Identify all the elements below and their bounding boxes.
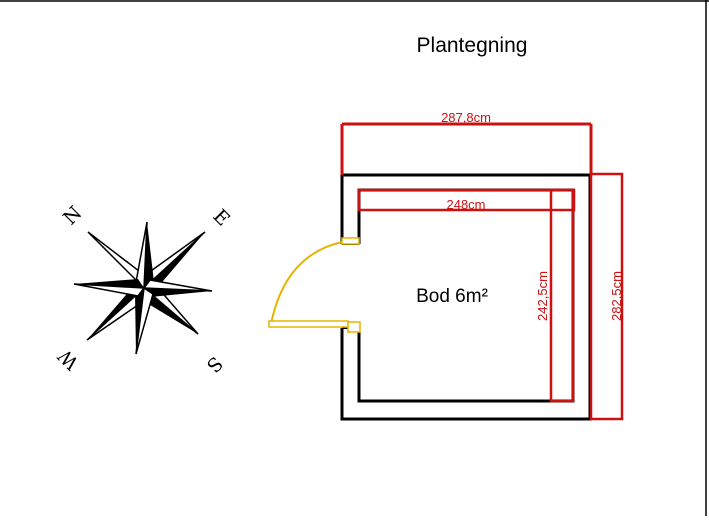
dimension-lines: 287,8cm 248cm 242,5cm 282,5cm bbox=[340, 110, 624, 421]
compass-letter-e: E bbox=[209, 205, 234, 230]
plan-title: Plantegning bbox=[417, 34, 528, 57]
door-hinge-top bbox=[341, 237, 360, 245]
inner-depth-label: 242,5cm bbox=[535, 271, 550, 321]
room-label: Bod 6m² bbox=[416, 286, 488, 307]
compass-letter-n: N bbox=[59, 202, 86, 229]
compass-point-left-dark bbox=[74, 279, 144, 288]
compass-letter-w: W bbox=[54, 344, 84, 374]
door-hinge-bottom bbox=[347, 321, 361, 333]
compass-point-down-light bbox=[135, 286, 154, 355]
outer-depth-box bbox=[589, 172, 624, 421]
door-swing-arc bbox=[270, 241, 343, 325]
compass-rose-icon: N E S W bbox=[54, 202, 234, 377]
compass-letter-s: S bbox=[202, 352, 227, 377]
door-opening bbox=[338, 244, 364, 328]
compass-point-se-dark bbox=[137, 288, 198, 334]
compass-point-ne-dark bbox=[144, 232, 205, 295]
compass-point-right-light bbox=[142, 279, 213, 292]
outer-width-label: 287,8cm bbox=[441, 110, 491, 125]
compass-point-sw-dark bbox=[87, 281, 144, 340]
outer-depth-label: 282,5cm bbox=[609, 271, 624, 321]
inner-width-label: 248cm bbox=[446, 197, 485, 212]
door-leaf bbox=[268, 320, 349, 328]
compass-point-left-light bbox=[73, 283, 146, 297]
door bbox=[268, 237, 361, 333]
inner-depth-box bbox=[549, 188, 575, 403]
